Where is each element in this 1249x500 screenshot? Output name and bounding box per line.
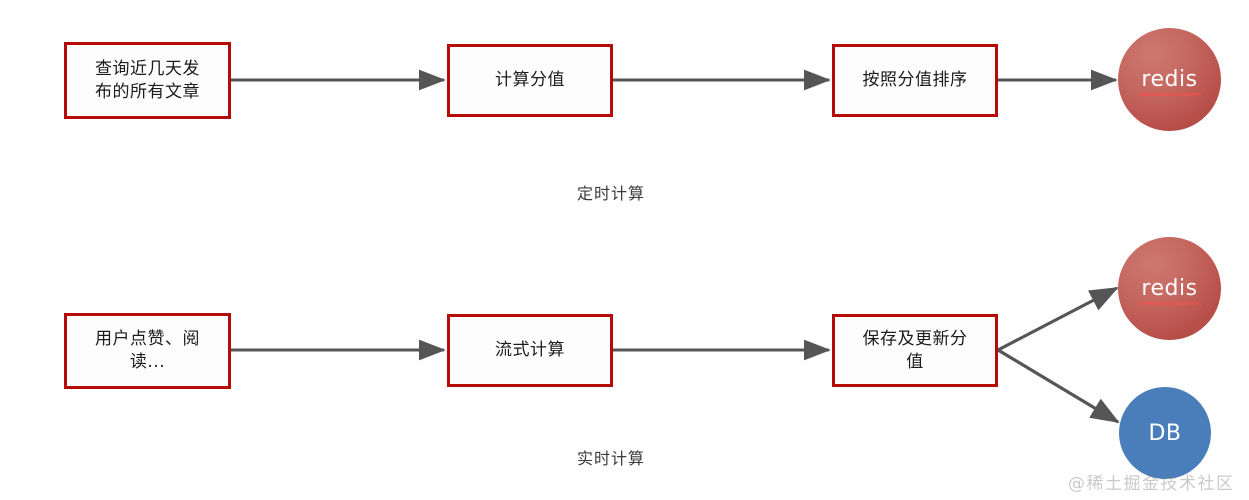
node-redis-bottom-label: redis <box>1138 275 1201 305</box>
node-db-label: DB <box>1148 420 1182 446</box>
watermark: @稀土掘金技术社区 <box>1068 474 1235 494</box>
node-redis-top[interactable]: redis <box>1118 28 1221 131</box>
node-db[interactable]: DB <box>1119 387 1211 479</box>
node-user-actions-line1: 用户点赞、阅 <box>95 329 200 350</box>
node-sort-by-score[interactable]: 按照分值排序 <box>832 44 998 117</box>
node-save-update-score-label: 保存及更新分 值 <box>843 328 987 374</box>
node-user-actions-label: 用户点赞、阅 读... <box>75 328 220 374</box>
node-save-update-score[interactable]: 保存及更新分 值 <box>832 314 998 387</box>
node-sort-by-score-label: 按照分值排序 <box>862 70 968 91</box>
node-redis-bottom[interactable]: redis <box>1118 237 1221 340</box>
node-query-articles[interactable]: 查询近几天发 布的所有文章 <box>64 42 231 119</box>
node-stream-computing-label: 流式计算 <box>495 340 565 361</box>
node-stream-computing[interactable]: 流式计算 <box>447 314 613 387</box>
node-query-articles-line2: 布的所有文章 <box>95 81 200 102</box>
node-redis-top-label: redis <box>1138 66 1201 96</box>
node-save-update-score-line1: 保存及更新分 <box>862 328 968 349</box>
node-save-update-score-line2: 值 <box>906 351 924 372</box>
arrow-save-to-db <box>997 348 1120 424</box>
caption-realtime-computation: 实时计算 <box>576 449 645 468</box>
node-compute-score[interactable]: 计算分值 <box>447 44 613 117</box>
node-compute-score-label: 计算分值 <box>495 70 565 91</box>
arrow-save-to-redis <box>997 286 1119 352</box>
node-user-actions[interactable]: 用户点赞、阅 读... <box>64 313 231 389</box>
node-query-articles-label: 查询近几天发 布的所有文章 <box>75 58 220 104</box>
node-user-actions-line2: 读... <box>129 352 166 372</box>
node-query-articles-line1: 查询近几天发 <box>95 58 200 79</box>
caption-scheduled-computation: 定时计算 <box>576 184 645 203</box>
